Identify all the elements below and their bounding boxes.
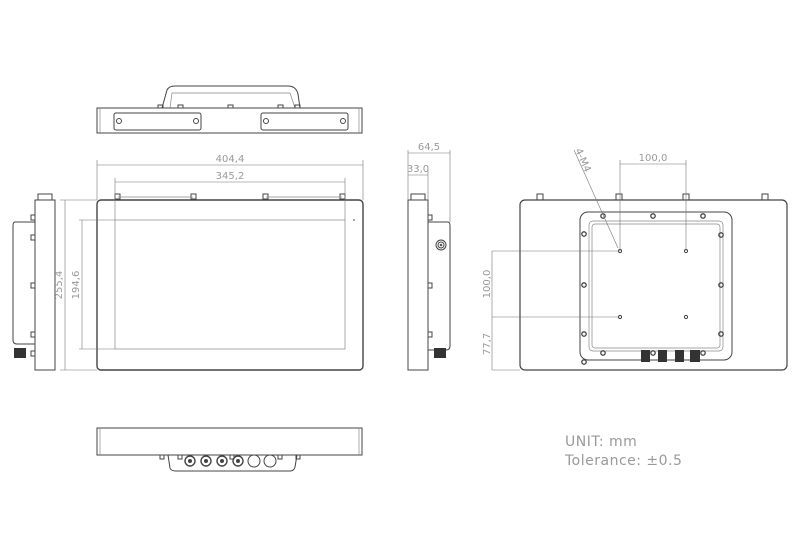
front-view: [96, 193, 364, 371]
left-side-view: [12, 193, 56, 371]
dim-vesa-vertical: 100,0: [482, 270, 493, 299]
dim-vesa-horizontal: 100,0: [639, 153, 668, 164]
dim-vesa-bottom-offset: 77,7: [482, 333, 493, 355]
top-view: [96, 85, 363, 134]
dim-side-body-depth: 33,0: [407, 164, 429, 175]
dim-mount-screw: 4-M4: [572, 147, 592, 174]
tolerance-note: Tolerance: ±0.5: [564, 453, 682, 469]
bottom-view: [96, 427, 363, 472]
dim-side-depth: 64,5: [418, 142, 440, 153]
dim-front-width: 404,4: [216, 154, 245, 165]
front-dimensions: 404,4 345,2 255,4 194,6: [54, 154, 364, 371]
unit-note: UNIT: mm: [565, 434, 637, 450]
rear-view: 100,0 4-M4 100,0 77,7: [482, 147, 788, 371]
dim-front-inner-height: 194,6: [71, 271, 82, 300]
dim-front-height: 255,4: [54, 271, 65, 300]
dim-front-inner-width: 345,2: [216, 171, 245, 182]
right-side-view: 64,5 33,0: [407, 142, 451, 371]
